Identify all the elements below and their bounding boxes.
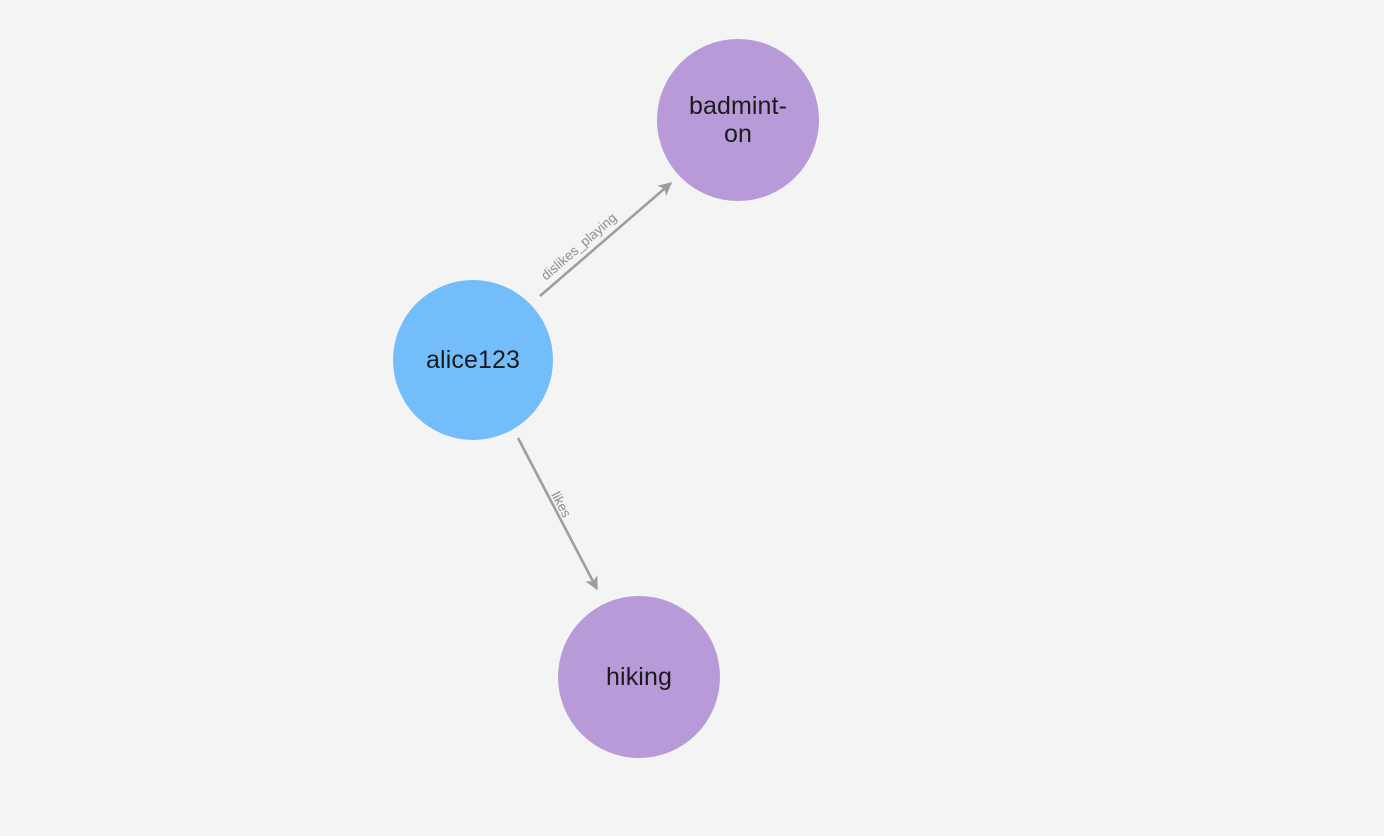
node-label-badminton: badmint- on	[688, 92, 788, 148]
node-label-alice123: alice123	[426, 346, 520, 374]
graph-node-alice123[interactable]: alice123	[393, 280, 553, 440]
edge-likes[interactable]	[516, 437, 599, 591]
graph-node-badminton[interactable]: badmint- on	[657, 39, 819, 201]
node-label-hiking: hiking	[606, 663, 672, 691]
graph-node-hiking[interactable]: hiking	[558, 596, 720, 758]
edge-dislikes-playing[interactable]	[539, 182, 673, 297]
